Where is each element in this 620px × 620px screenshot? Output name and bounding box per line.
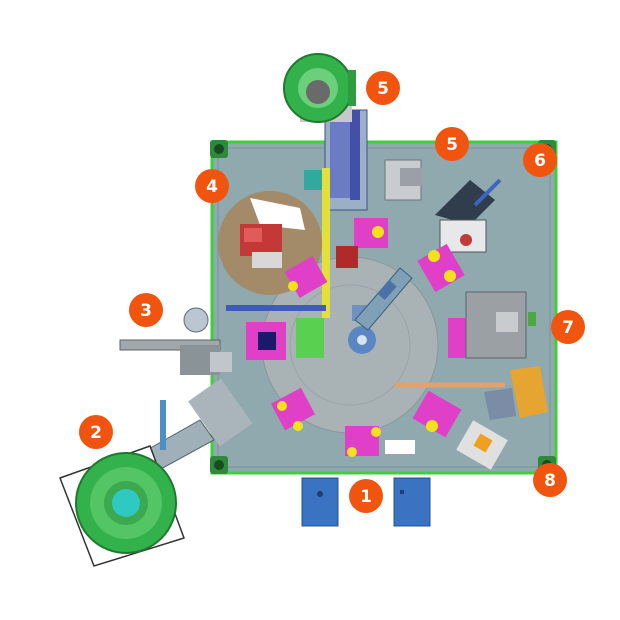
- callout-5-top-label: 5: [377, 79, 389, 99]
- callout-3-label: 3: [140, 301, 152, 321]
- callout-1: 1: [349, 479, 383, 513]
- bottom-left-reel: [59, 445, 185, 567]
- callout-8: 8: [533, 463, 567, 497]
- upper-right-mechanism: [384, 159, 502, 253]
- top-feeder-column: [304, 109, 368, 318]
- callout-5-right: 5: [435, 127, 469, 161]
- callout-3: 3: [129, 293, 163, 327]
- callout-4: 4: [195, 169, 229, 203]
- blue-tray-left: [301, 477, 339, 527]
- left-green-station: [226, 305, 326, 358]
- callout-7: 7: [551, 310, 585, 344]
- blue-tray-right: [393, 477, 431, 527]
- table-inner-frame: [217, 147, 551, 468]
- callout-5-top: 5: [366, 71, 400, 105]
- callout-5-right-label: 5: [446, 135, 458, 155]
- callout-4-label: 4: [206, 177, 218, 197]
- left-sensor-assembly: [119, 307, 232, 375]
- callout-8-label: 8: [544, 471, 556, 491]
- turntable-arm: [354, 267, 413, 331]
- top-reel: [283, 53, 356, 123]
- lower-right-station: [395, 366, 548, 470]
- callout-7-label: 7: [562, 318, 574, 338]
- callout-1-label: 1: [360, 487, 372, 507]
- callout-2-label: 2: [90, 423, 102, 443]
- callout-2: 2: [79, 415, 113, 449]
- callout-6: 6: [523, 143, 557, 177]
- right-station-panel: [465, 291, 536, 359]
- callout-6-label: 6: [534, 151, 546, 171]
